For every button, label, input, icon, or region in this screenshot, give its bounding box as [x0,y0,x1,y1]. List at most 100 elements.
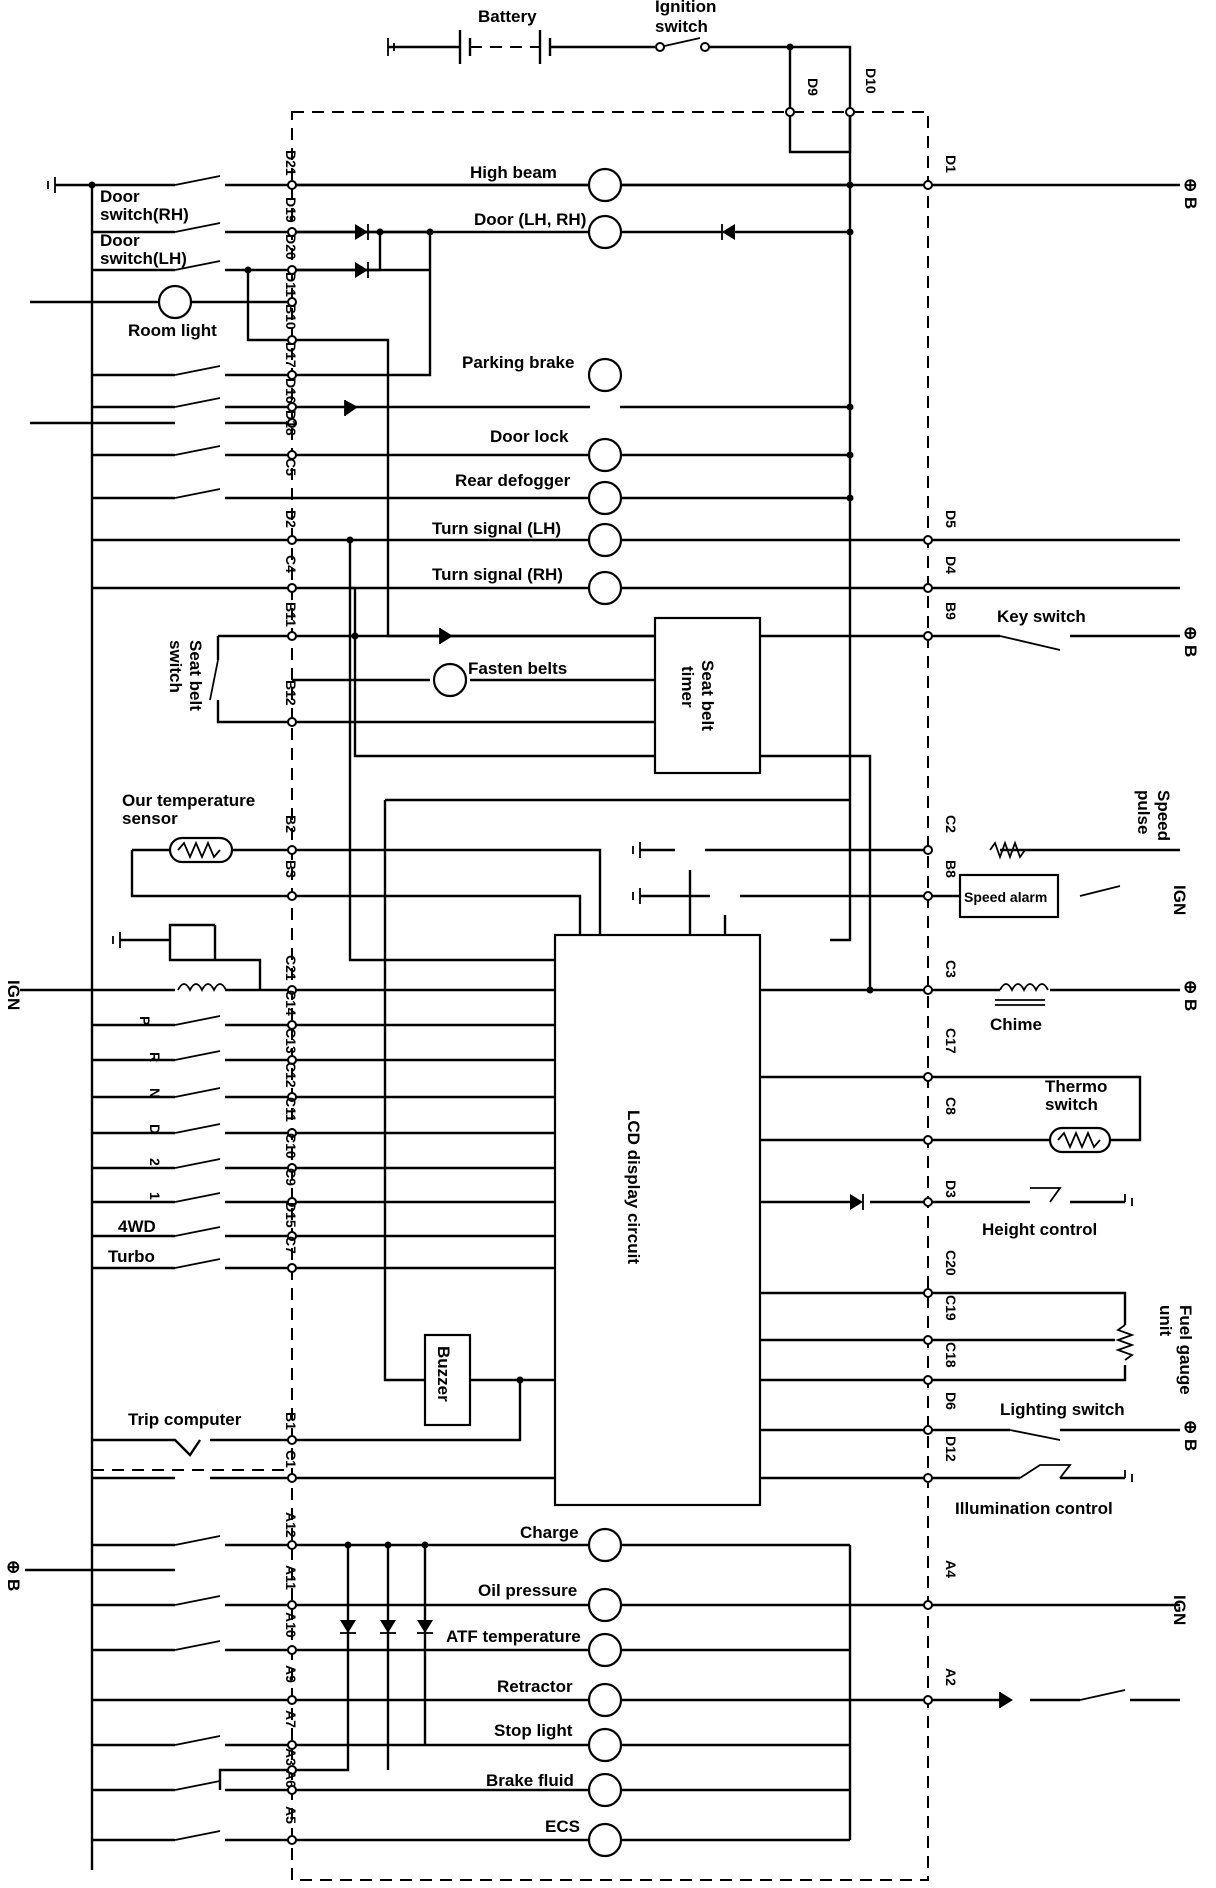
buzzer-box [423,1333,472,1427]
pin-left-b2: B2 [283,815,299,833]
ign-label-left: IGN [4,980,23,1010]
pin-right-d1: D1 [943,155,959,173]
lamp-label-turn-lh: Turn signal (LH) [432,519,561,538]
diode-icons [340,224,1013,1708]
seat-belt-switch-label-1: Seat belt [186,640,205,711]
key-switch-label: Key switch [997,607,1086,626]
door-switch-rh-label-1: Door [100,187,140,206]
door-switch-lh-label-2: switch(LH) [100,249,187,268]
lamp-icons [157,167,623,1858]
chime-coil-icon [999,983,1049,993]
lamp-label-turn-rh: Turn signal (RH) [432,565,563,584]
pin-right-c2: C2 [943,815,959,833]
pin-right-a2: A2 [943,1668,959,1686]
pin-left-d20: D20 [283,234,299,260]
fasten-belts-label: Fasten belts [468,659,567,678]
pin-left-c11: C11 [283,1097,299,1122]
pin-right-d5: D5 [943,510,959,528]
ign-label-oil: IGN [1170,1595,1189,1625]
seat-belt-switch-label-2: switch [166,640,185,693]
pin-left-b12: B12 [283,680,299,706]
ignition-switch-label-2: switch [655,17,708,36]
pin-left-c10: C10 [283,1133,299,1159]
illumination-control-label: Illumination control [955,1499,1113,1518]
lcd-display-label: LCD display circuit [624,1110,643,1264]
pin-left-a11: A11 [283,1565,299,1590]
room-light-label: Room light [128,321,217,340]
pin-left-c5: C5 [283,458,299,476]
pin-right-c19: C19 [943,1295,959,1321]
fuel-gauge-label-1: Fuel gauge [1176,1305,1195,1395]
seat-belt-timer-box [653,616,762,775]
pin-left-c14: C14 [283,990,299,1016]
pin-left-d19: D19 [283,197,299,223]
lighting-switch-label: Lighting switch [1000,1400,1125,1419]
lamp-label-ecs: ECS [545,1817,580,1836]
pin-left-c21: C21 [283,955,299,981]
junction-dots [88,43,874,1549]
lamp-label-stop-light: Stop light [494,1721,573,1740]
speed-alarm-box [958,873,1060,919]
pin-left-a7: A7 [283,1710,299,1728]
pin-left-b1: B1 [283,1412,299,1430]
selector-1: 1 [147,1192,163,1200]
plus-b-left: ⊕ B [4,1560,23,1591]
pin-right-b8: B8 [943,860,959,878]
pin-left-b10: B10 [283,304,299,330]
ign-coil-icon [177,983,227,993]
seat-belt-timer-label-1: Seat belt [698,660,717,731]
lamp-label-oil-pressure: Oil pressure [478,1581,577,1600]
height-control-label: Height control [982,1220,1097,1239]
lcd-display-circuit-box [553,933,762,1507]
pin-left-a6: A6 [283,1770,299,1788]
pin-left-d15: D15 [283,1202,299,1228]
door-switch-rh-label-2: switch(RH) [100,205,189,224]
selector-r: R [147,1052,163,1062]
lamp-label-parking-brake: Parking brake [462,353,574,372]
ignition-switch-label-1: Ignition [655,0,716,16]
seat-belt-timer-label-2: timer [678,666,697,708]
selector-d: D [147,1124,163,1134]
pin-left-a12: A12 [283,1512,299,1538]
plus-b-chime: ⊕ B [1181,980,1200,1011]
pin-left-d16: D16 [283,378,299,404]
trip-computer-label: Trip computer [128,1410,242,1429]
plus-b-high-beam: ⊕ B [1181,178,1200,209]
pin-right-c18: C18 [943,1342,959,1368]
pin-left-d2: D2 [283,510,299,528]
pin-left-a10: A10 [283,1612,299,1638]
pin-left-d17: D17 [283,342,299,368]
pin-right-c20: C20 [943,1250,959,1276]
plus-b-labels: ⊕ B ⊕ B ⊕ B ⊕ B ⊕ B [4,178,1200,1591]
pin-left-b11: B11 [283,602,299,627]
pin-right-c3: C3 [943,960,959,978]
lamp-label-door: Door (LH, RH) [474,210,586,229]
pins-left: D21D19D20D11B10D17D16D18C5D2C4B11B12B2B3… [283,150,299,1824]
pin-left-b3: B3 [283,860,299,878]
pin-top-d10: D10 [863,68,879,94]
pin-right-a4: A4 [943,1560,959,1578]
lamp-label-atf: ATF temperature [446,1627,581,1646]
lamp-label-brake-fluid: Brake fluid [486,1771,574,1790]
pin-left-c1: C1 [283,1450,299,1468]
selector-p: P [137,1016,153,1025]
pin-left-c13: C13 [283,1028,299,1054]
pin-left-a9: A9 [283,1665,299,1683]
plus-b-key-switch: ⊕ B [1181,626,1200,657]
pin-right-d12: D12 [943,1436,959,1462]
buzzer-label: Buzzer [434,1346,453,1402]
selector-2: 2 [147,1158,163,1166]
speed-pulse-label-1: Speed [1154,790,1173,841]
fuel-gauge-label-2: unit [1156,1305,1175,1336]
pin-left-d21: D21 [283,150,299,176]
turbo-label: Turbo [108,1247,155,1266]
pin-left-a5: A5 [283,1806,299,1824]
chime-label: Chime [990,1015,1042,1034]
pin-left-a3: A3 [283,1748,299,1766]
selector-n: N [147,1088,163,1098]
pin-top-d9: D9 [805,78,821,96]
pin-right-c17: C17 [943,1028,959,1054]
pin-left-c12: C12 [283,1062,299,1088]
